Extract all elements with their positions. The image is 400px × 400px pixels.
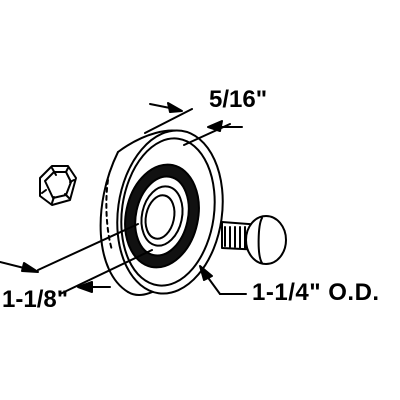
width-label: 5/16": [209, 86, 268, 113]
hex-nut: [39, 165, 77, 206]
outer-diameter-label: 1-1/4" O.D.: [252, 279, 380, 306]
bearing-ring: [124, 163, 200, 269]
bore-dimension: [0, 223, 153, 295]
od-leader: [199, 265, 247, 295]
width-dimension: [144, 102, 243, 146]
bore-label: 1-1/8": [2, 286, 69, 313]
shoulder-bolt: [221, 215, 287, 265]
